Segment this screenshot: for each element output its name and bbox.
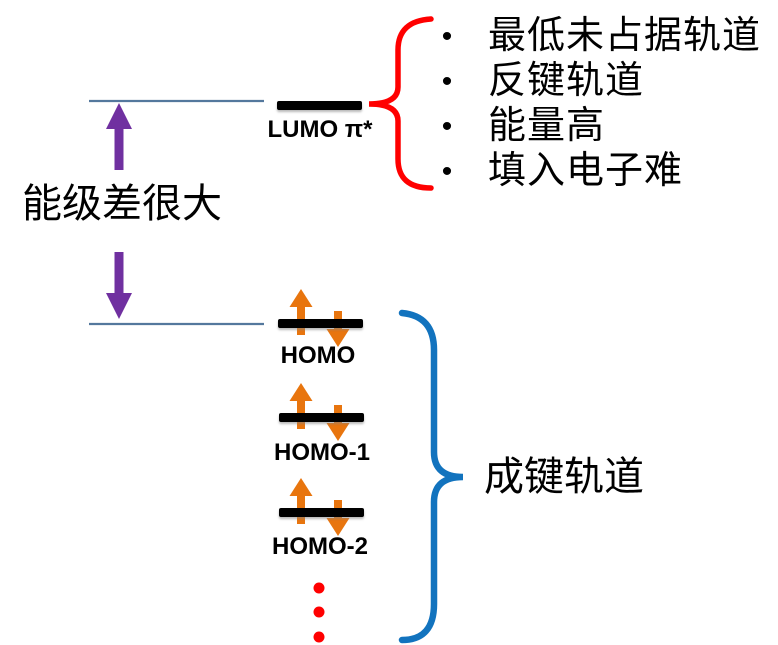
homo2-spin-up-arrow-icon [289, 478, 313, 524]
lumo-level-bar [277, 101, 362, 110]
gap-down-arrow-icon [106, 252, 132, 319]
bullet-icon: • [441, 109, 453, 143]
bullet-icon: • [441, 19, 453, 53]
homo1-label: HOMO-1 [274, 439, 370, 466]
bullet-text: 最低未占据轨道 [488, 15, 762, 57]
bullet-icon: • [441, 64, 453, 98]
homo2-label: HOMO-2 [272, 533, 368, 560]
ellipsis-dot-icon [313, 631, 325, 643]
homo1-spin-up-arrow-icon [289, 383, 313, 429]
bullet-text: 反键轨道 [488, 60, 645, 102]
homo2-spin-down-arrow-icon [326, 500, 350, 536]
homo-spin-up-arrow-icon [289, 289, 313, 335]
homo2-level-bar [279, 508, 364, 517]
energy-gap-label: 能级差很大 [22, 181, 222, 226]
list-item: • 填入电子难 [434, 149, 761, 194]
bullet-text: 填入电子难 [488, 150, 684, 192]
lumo-bullet-list: • 最低未占据轨道 • 反键轨道 • 能量高 • 填入电子难 [434, 14, 761, 194]
gap-up-arrow-icon [106, 103, 132, 170]
lumo-label: LUMO π* [267, 116, 373, 143]
list-item: • 能量高 [434, 104, 761, 149]
ellipsis-dot-icon [313, 606, 325, 618]
homo-label: HOMO [280, 342, 356, 369]
homo1-spin-down-arrow-icon [326, 405, 350, 441]
lumo-brace-icon [368, 16, 434, 191]
bonding-brace-icon [398, 309, 464, 644]
ellipsis-dot-icon [313, 582, 325, 594]
homo-level-bar [278, 319, 363, 328]
bullet-text: 能量高 [488, 105, 606, 147]
homo-spin-down-arrow-icon [326, 311, 350, 347]
list-item: • 反键轨道 [434, 59, 761, 104]
bullet-icon: • [441, 154, 453, 188]
list-item: • 最低未占据轨道 [434, 14, 761, 59]
bonding-orbitals-label: 成键轨道 [484, 454, 644, 499]
homo1-level-bar [279, 413, 364, 422]
